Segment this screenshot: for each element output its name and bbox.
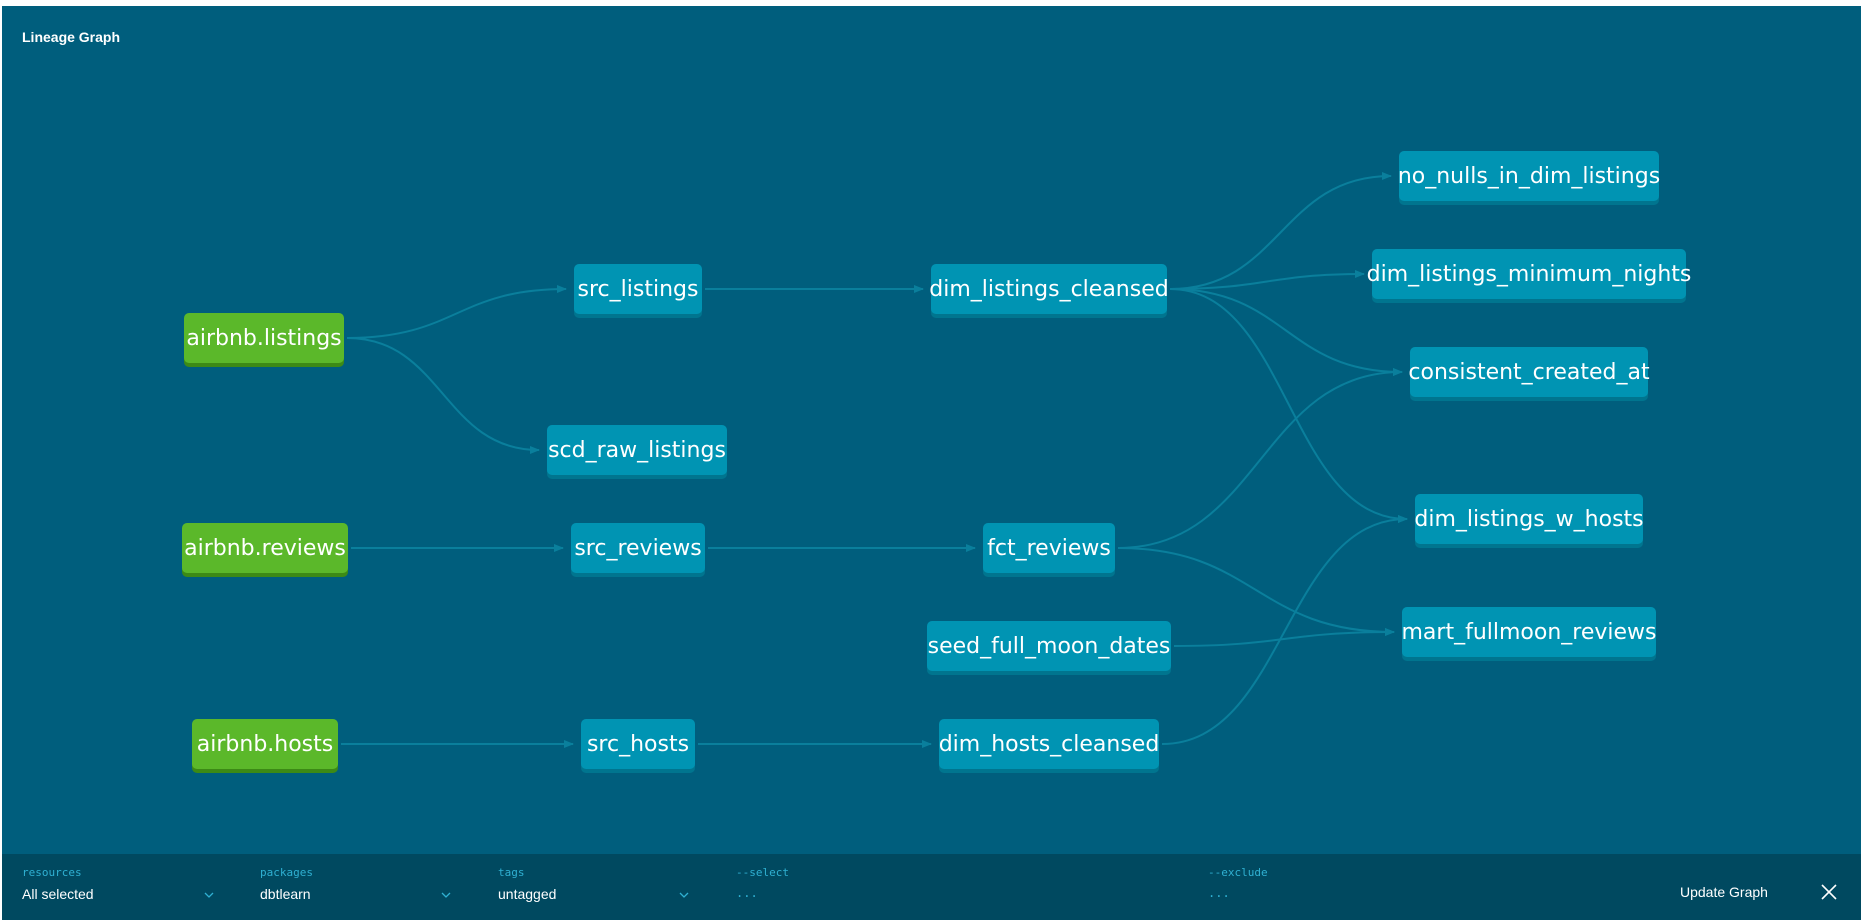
edge-seed_full_moon_dates-to-mart_fullmoon_reviews [1173, 628, 1395, 647]
edge-dim_listings_cleansed-to-consistent_created_at [1169, 288, 1403, 376]
chevron-down-icon[interactable] [679, 890, 689, 900]
node-fct-reviews[interactable]: fct_reviews [983, 523, 1115, 573]
tags-value[interactable]: untagged [498, 886, 557, 902]
node-seed-full-moon-dates[interactable]: seed_full_moon_dates [927, 621, 1171, 671]
edge-fct_reviews-to-mart_fullmoon_reviews [1117, 547, 1395, 636]
exclude-label: --exclude [1208, 866, 1268, 879]
node-dim-hosts-cleansed[interactable]: dim_hosts_cleansed [939, 719, 1159, 769]
node-airbnb-hosts[interactable]: airbnb.hosts [192, 719, 338, 769]
close-icon[interactable] [1820, 883, 1838, 901]
edge-dim_listings_cleansed-to-dim_listings_minimum_nights [1169, 270, 1365, 290]
filter-bar: resources All selected packages dbtlearn… [2, 854, 1861, 920]
select-filter[interactable]: --select ... [736, 866, 789, 900]
edge-airbnb_listings-to-src_listings [346, 285, 567, 339]
lineage-graph-panel: Lineage Graph airbnb.listings airbnb.rev… [2, 6, 1861, 920]
select-label: --select [736, 866, 789, 879]
resources-value[interactable]: All selected [22, 886, 94, 902]
resources-label: resources [22, 866, 82, 879]
edge-dim_listings_cleansed-to-no_nulls_in_dim_listings [1169, 172, 1392, 290]
node-airbnb-listings[interactable]: airbnb.listings [184, 313, 344, 363]
resources-filter[interactable]: resources All selected [22, 866, 94, 902]
tags-filter[interactable]: tags untagged [498, 866, 556, 902]
node-consistent-created-at[interactable]: consistent_created_at [1408, 347, 1650, 397]
edge-fct_reviews-to-consistent_created_at [1117, 368, 1403, 549]
node-mart-fullmoon-reviews[interactable]: mart_fullmoon_reviews [1402, 607, 1657, 657]
edge-dim_hosts_cleansed-to-dim_listings_w_hosts [1161, 515, 1408, 745]
exclude-input[interactable]: ... [1208, 886, 1230, 900]
node-airbnb-reviews[interactable]: airbnb.reviews [182, 523, 348, 573]
tags-label: tags [498, 866, 525, 879]
chevron-down-icon[interactable] [441, 890, 451, 900]
edge-dim_listings_cleansed-to-dim_listings_w_hosts [1169, 288, 1408, 523]
node-no-nulls-in-dim-listings[interactable]: no_nulls_in_dim_listings [1398, 151, 1660, 201]
node-src-listings[interactable]: src_listings [574, 264, 702, 314]
edge-airbnb_listings-to-scd_raw_listings [346, 337, 540, 454]
node-dim-listings-w-hosts[interactable]: dim_listings_w_hosts [1414, 494, 1644, 544]
packages-value[interactable]: dbtlearn [260, 886, 311, 902]
exclude-filter[interactable]: --exclude ... [1208, 866, 1268, 900]
panel-title: Lineage Graph [22, 29, 121, 45]
node-src-hosts[interactable]: src_hosts [581, 719, 695, 769]
node-dim-listings-cleansed[interactable]: dim_listings_cleansed [929, 264, 1169, 314]
update-graph-button[interactable]: Update Graph [1680, 884, 1768, 900]
chevron-down-icon[interactable] [204, 890, 214, 900]
packages-filter[interactable]: packages dbtlearn [260, 866, 313, 902]
node-dim-listings-minimum-nights[interactable]: dim_listings_minimum_nights [1367, 249, 1691, 299]
packages-label: packages [260, 866, 313, 879]
node-src-reviews[interactable]: src_reviews [571, 523, 705, 573]
select-input[interactable]: ... [736, 886, 758, 900]
node-scd-raw-listings[interactable]: scd_raw_listings [547, 425, 727, 475]
